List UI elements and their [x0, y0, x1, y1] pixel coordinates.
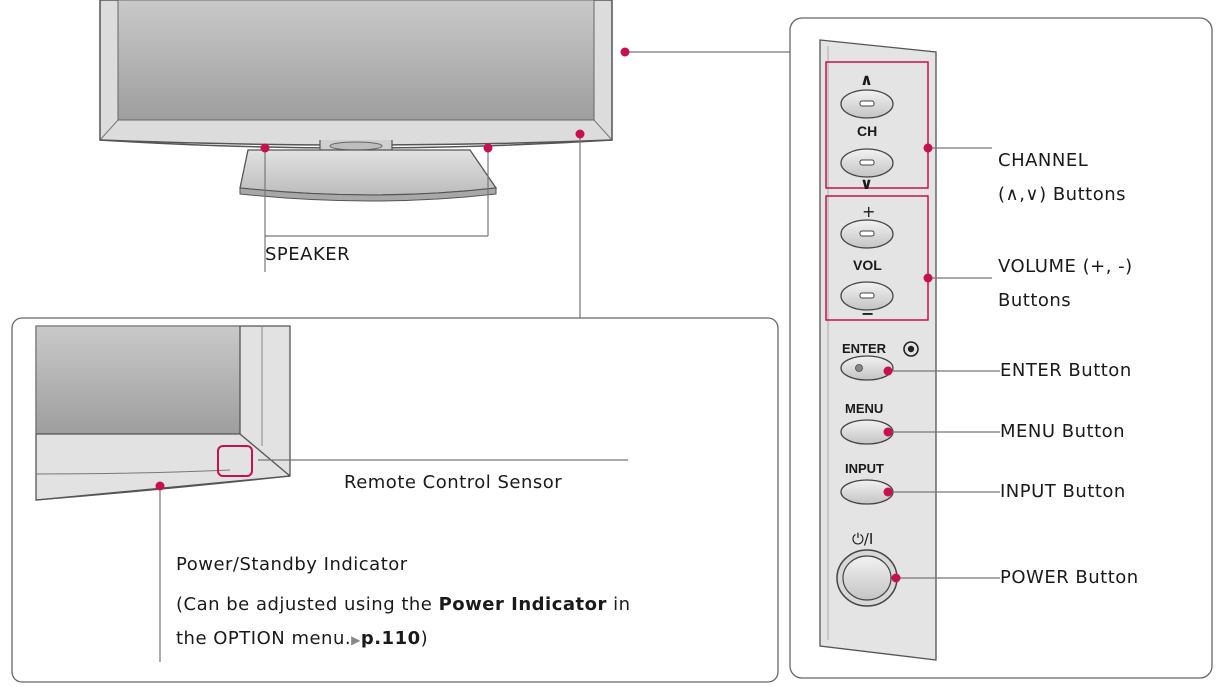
- power-button-label: POWER Button: [1000, 567, 1139, 588]
- remote-sensor-marker: [217, 445, 253, 477]
- input-panel-label: INPUT: [845, 461, 884, 476]
- tv-screen: [117, 0, 595, 121]
- vol-minus-icon: −: [861, 304, 875, 323]
- ch-down-button[interactable]: [841, 149, 893, 177]
- power-indicator-note-line2: the OPTION menu.▶p.110): [176, 630, 428, 648]
- note-line1-suffix: in: [606, 594, 631, 615]
- menu-button[interactable]: [841, 420, 893, 444]
- tv-stand-base: [239, 149, 498, 196]
- tv-front-view: [99, 0, 613, 202]
- channel-label-line2: (∧,∨) Buttons: [998, 184, 1127, 205]
- ch-group-box: [825, 61, 929, 189]
- remote-sensor-label: Remote Control Sensor: [344, 472, 563, 493]
- power-indicator-dot: [155, 481, 165, 491]
- speaker-callout: [260, 143, 493, 272]
- enter-button-label: ENTER Button: [1000, 360, 1132, 381]
- speaker-dot-left: [260, 143, 270, 153]
- volume-label-line1: VOLUME (+, -): [998, 256, 1133, 277]
- ch-up-button[interactable]: [841, 90, 893, 118]
- volume-label-line2: Buttons: [998, 290, 1072, 311]
- note-line2-prefix: the OPTION menu.: [176, 628, 352, 649]
- ch-down-arrow-icon: ∨: [860, 174, 873, 193]
- enter-panel-label: ENTER: [842, 341, 887, 356]
- tv-corner-closeup: [35, 325, 291, 501]
- speaker-label: SPEAKER: [265, 244, 351, 265]
- ch-up-arrow-icon: ∧: [860, 70, 873, 89]
- vol-label: VOL: [853, 257, 882, 273]
- sensor-dot-top: [575, 129, 585, 139]
- vol-down-button[interactable]: [841, 282, 893, 310]
- speaker-dot-right: [483, 143, 493, 153]
- page-reference[interactable]: p.110: [360, 628, 421, 649]
- note-line2-suffix: ): [420, 628, 429, 649]
- menu-panel-label: MENU: [845, 401, 884, 416]
- power-indicator-note-line1: (Can be adjusted using the Power Indicat…: [176, 596, 631, 614]
- menu-button-label: MENU Button: [1000, 421, 1126, 442]
- page-ref-arrow-icon: ▶: [351, 633, 361, 647]
- power-button[interactable]: [837, 550, 897, 606]
- power-symbol-icon: ⏻/I: [852, 530, 874, 548]
- side-control-strip: [819, 39, 937, 661]
- note-line1-prefix: (Can be adjusted using the: [176, 594, 439, 615]
- channel-label-line1: CHANNEL: [998, 150, 1089, 171]
- vol-group-box: [825, 195, 929, 321]
- input-button[interactable]: [841, 480, 893, 504]
- power-indicator-title: Power/Standby Indicator: [176, 554, 408, 575]
- input-button-label: INPUT Button: [1000, 481, 1126, 502]
- vol-plus-icon: +: [862, 202, 876, 221]
- note-line1-bold: Power Indicator: [438, 594, 607, 615]
- closeup-screen: [35, 325, 241, 435]
- ch-label: CH: [857, 123, 878, 139]
- enter-button[interactable]: [841, 356, 893, 380]
- side-panel-dot: [620, 47, 630, 57]
- vol-up-button[interactable]: [841, 220, 893, 248]
